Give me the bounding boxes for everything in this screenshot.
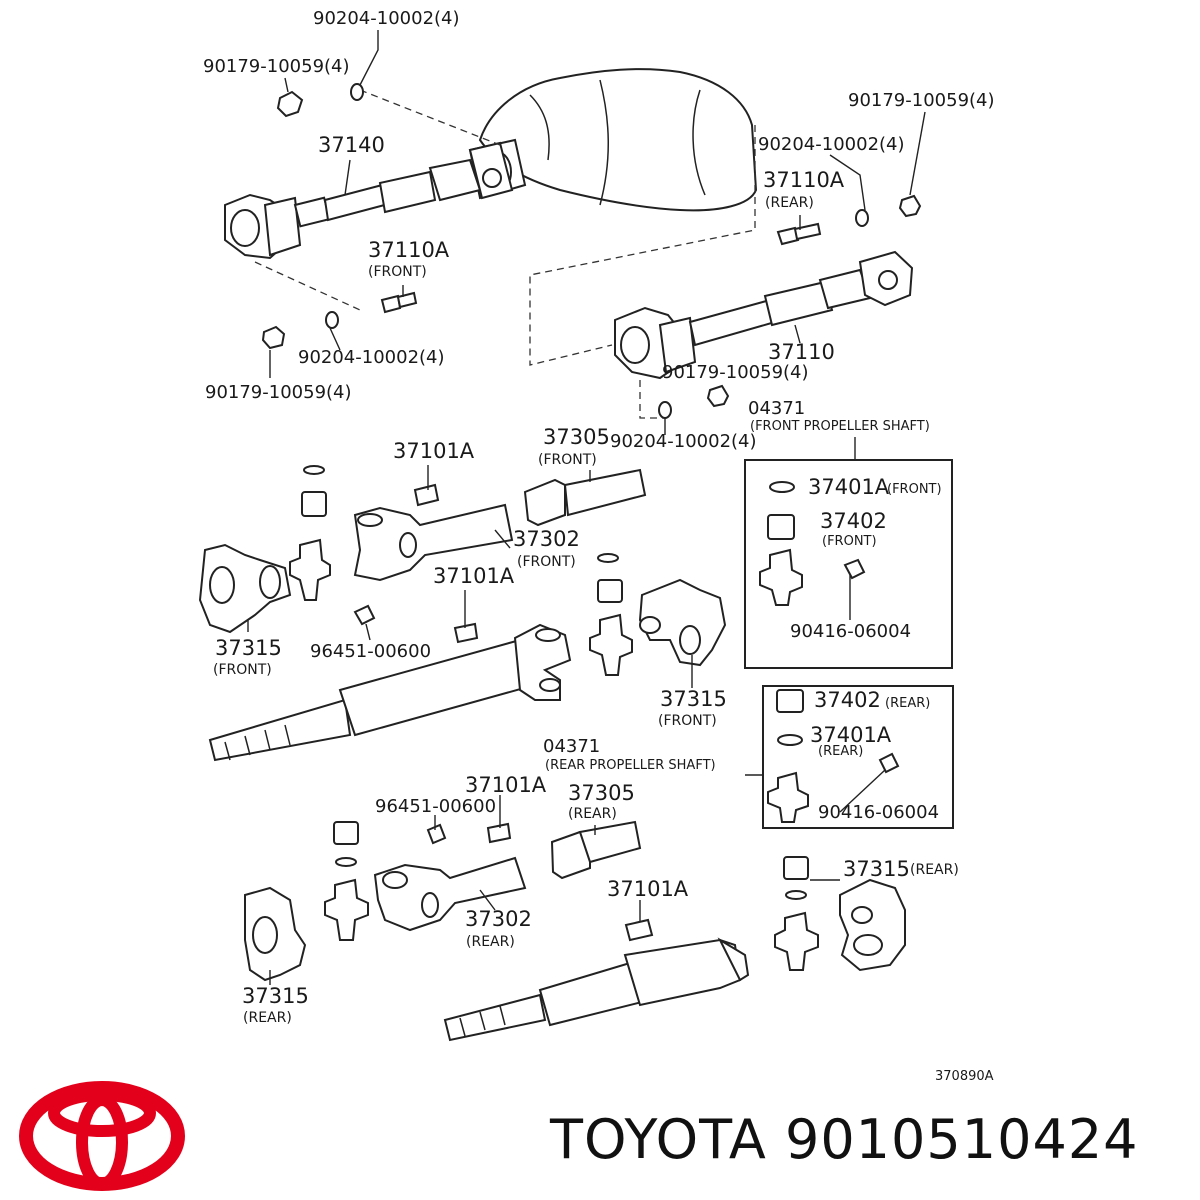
label-37302-front: 37302 (513, 527, 580, 551)
label-rear-2: (REAR) (568, 806, 617, 822)
part-labels: 90204-10002(4) 90179-10059(4) 37140 9017… (203, 8, 995, 1084)
label-37101a-1: 37101A (393, 439, 475, 463)
label-rear-box-2: (REAR) (818, 744, 863, 759)
label-37101a-3: 37101A (465, 773, 547, 797)
front-propeller-shaft-exploded (198, 465, 727, 762)
hardware-top (261, 83, 922, 419)
label-37315-rear-right: 37315 (843, 857, 910, 881)
label-rear-1: (REAR) (765, 195, 814, 211)
label-37305-rear: 37305 (568, 781, 635, 805)
label-04371-front: 04371 (748, 398, 805, 419)
label-front-box-2: (FRONT) (822, 534, 877, 549)
label-rear-5: (REAR) (243, 1010, 292, 1026)
label-rear-3: (REAR) (910, 862, 959, 878)
label-37402-rear: 37402 (814, 688, 881, 712)
label-96451-1: 96451-00600 (310, 641, 431, 662)
label-front-2: (FRONT) (538, 452, 597, 468)
label-37140: 37140 (318, 133, 385, 157)
front-kit-box (744, 459, 953, 669)
leader-lines (247, 30, 926, 985)
label-rear-box: (REAR) (885, 696, 930, 711)
label-37110a-front: 37110A (368, 238, 450, 262)
label-90204-right: 90204-10002(4) (758, 134, 905, 155)
label-90179-top: 90179-10059(4) (203, 56, 350, 77)
label-front-3: (FRONT) (517, 554, 576, 570)
shaft-37110 (614, 250, 914, 380)
label-90204-top: 90204-10002(4) (313, 8, 460, 29)
label-rear-propeller-shaft: (REAR PROPELLER SHAFT) (545, 758, 716, 773)
label-90179-midright: 90179-10059(4) (662, 362, 809, 383)
label-37315-front-right: 37315 (660, 687, 727, 711)
label-90416-front: 90416-06004 (790, 621, 911, 642)
label-37101a-4: 37101A (607, 877, 689, 901)
toyota-logo-icon (19, 1081, 185, 1191)
brand-part-number: TOYOTA 9010510424 (550, 1108, 1139, 1171)
label-96451-2: 96451-00600 (375, 796, 496, 817)
label-90416-rear: 90416-06004 (818, 802, 939, 823)
label-37101a-2: 37101A (433, 564, 515, 588)
label-04371-rear: 04371 (543, 736, 600, 757)
assembly-dashed-lines (254, 89, 756, 419)
shaft-37140 (224, 141, 514, 260)
label-rear-4: (REAR) (466, 934, 515, 950)
label-37110: 37110 (768, 340, 835, 364)
label-front-box: (FRONT) (887, 482, 942, 497)
label-37302-rear: 37302 (465, 907, 532, 931)
label-37315-rear-left: 37315 (242, 984, 309, 1008)
label-front-5: (FRONT) (658, 713, 717, 729)
label-37402-front: 37402 (820, 509, 887, 533)
label-37315-front-left: 37315 (215, 636, 282, 660)
label-37401a-rear: 37401A (810, 723, 892, 747)
label-front-1: (FRONT) (368, 264, 427, 280)
label-front-4: (FRONT) (213, 662, 272, 678)
rear-kit-box (762, 685, 954, 829)
rear-propeller-shaft-exploded (244, 820, 906, 1042)
label-front-propeller-shaft: (FRONT PROPELLER SHAFT) (750, 419, 930, 434)
label-90204-mid: 90204-10002(4) (298, 347, 445, 368)
label-90204-midright: 90204-10002(4) (610, 431, 757, 452)
label-37110a-rear: 37110A (763, 168, 845, 192)
label-37305-front: 37305 (543, 425, 610, 449)
label-90179-right: 90179-10059(4) (848, 90, 995, 111)
label-37401a-front: 37401A (808, 475, 890, 499)
label-90179-midleft: 90179-10059(4) (205, 382, 352, 403)
transmission-housing (468, 68, 758, 212)
diagram-code: 370890A (935, 1069, 994, 1084)
